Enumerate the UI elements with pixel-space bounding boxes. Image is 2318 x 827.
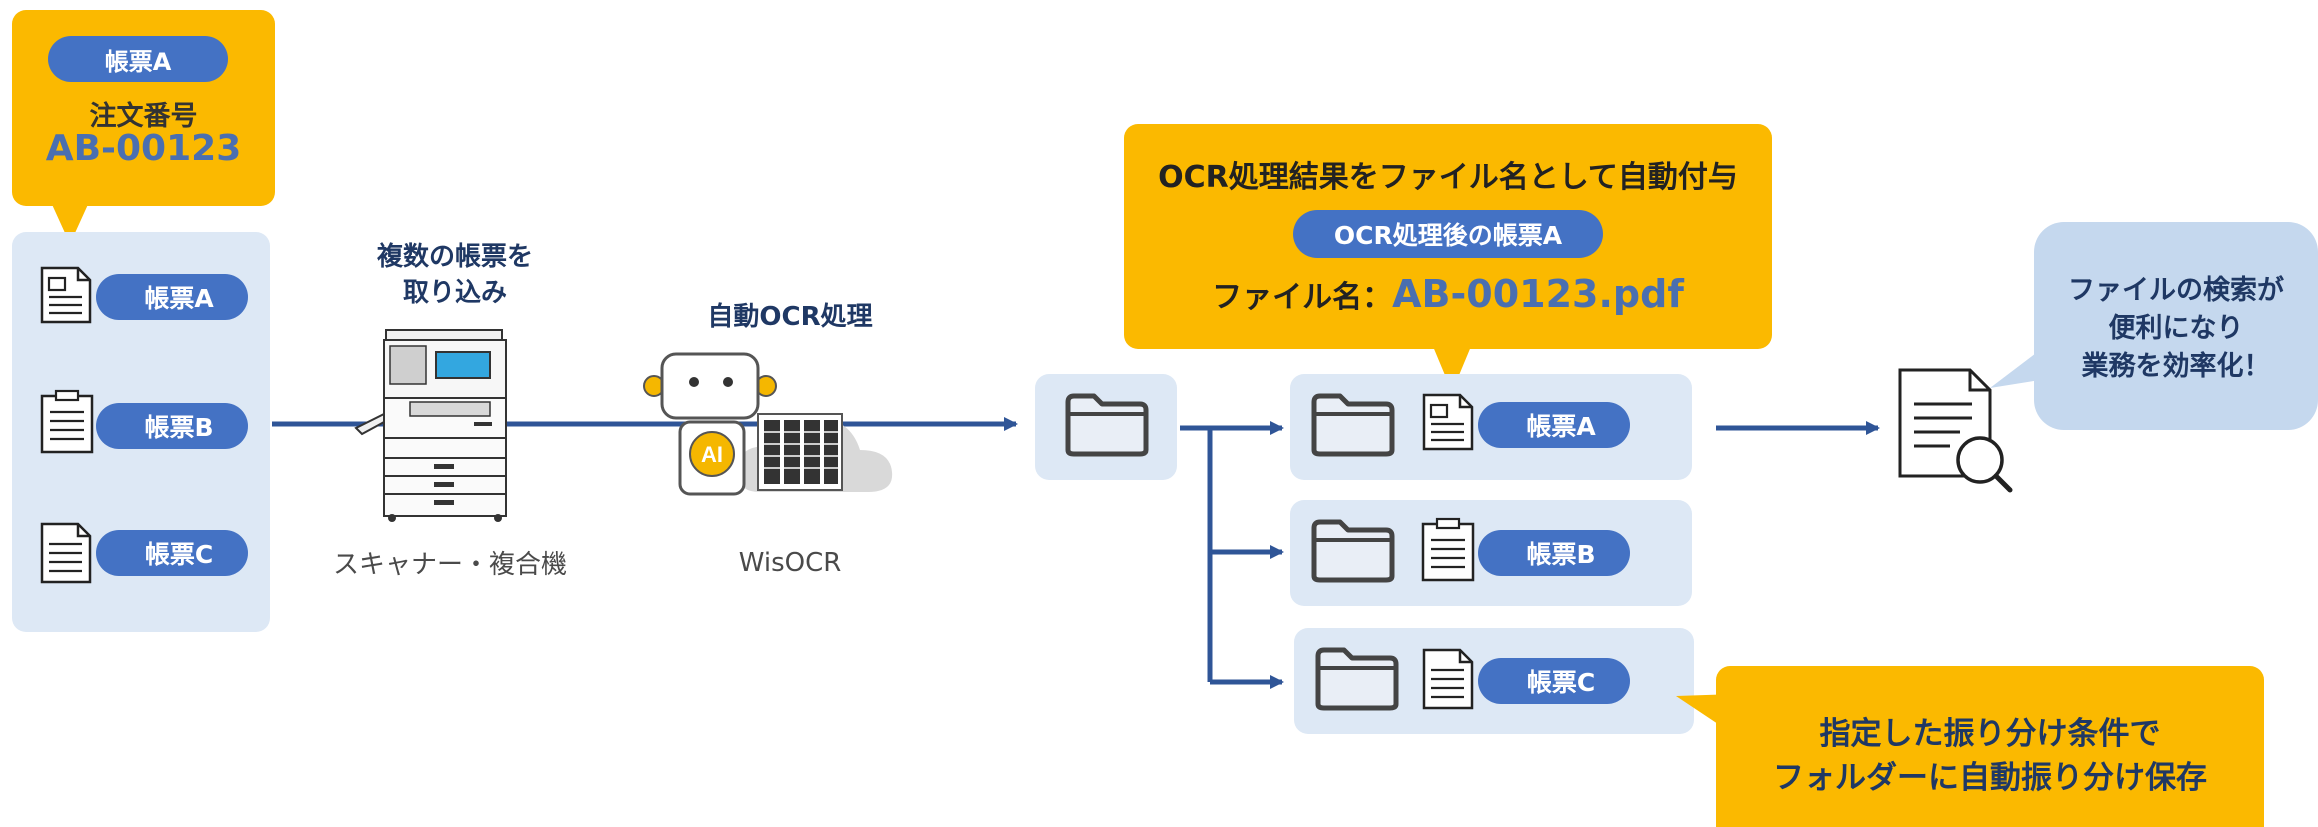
scanner-caption-top-2: 取り込み [402, 278, 507, 308]
ocr-caption-bottom: WisOCR [738, 548, 842, 578]
order-number-value: AB-00123 [45, 128, 242, 169]
source-callout-tail [50, 200, 90, 244]
result-filename-value: AB-00123.pdf [1392, 272, 1684, 316]
svg-text:AI: AI [701, 442, 723, 467]
scanner-caption-bottom: スキャナー・複合機 [332, 550, 567, 580]
result-filename-label: ファイル名： [1212, 280, 1393, 315]
folder-icon [1065, 393, 1149, 457]
folder-icon [1315, 647, 1399, 711]
text-document-icon [40, 522, 92, 584]
scanner-caption-top-1: 複数の帳票を [376, 242, 533, 272]
source-doc-b-label: 帳票B [96, 403, 248, 449]
sort-callout [1716, 666, 2264, 827]
search-callout-tail [1990, 350, 2040, 388]
result-callout-badge: OCR処理後の帳票A [1293, 210, 1603, 258]
result-callout-tail [1432, 344, 1472, 392]
sorted-doc-c-label: 帳票C [1478, 658, 1630, 704]
ocr-caption-top: 自動OCR処理 [707, 302, 873, 332]
clipboard-document-icon [1421, 517, 1475, 582]
sort-callout-line2: フォルダーに自動振り分け保存 [1773, 760, 2207, 796]
sort-callout-line1: 指定した振り分け条件で [1819, 716, 2161, 752]
form-document-icon [40, 266, 92, 324]
ai-robot-server-icon: AI [643, 352, 893, 496]
form-document-icon [1422, 393, 1474, 451]
folder-icon [1311, 393, 1395, 457]
sorted-doc-a-label: 帳票A [1478, 402, 1630, 448]
search-callout [2034, 222, 2318, 430]
text-document-icon [1422, 648, 1474, 710]
sorted-doc-b-label: 帳票B [1478, 530, 1630, 576]
folder-icon [1311, 519, 1395, 583]
source-callout-badge: 帳票A [48, 36, 228, 82]
search-callout-line2: 便利になり [2108, 313, 2244, 344]
order-number-label: 注文番号 [89, 101, 198, 132]
multifunction-printer-icon [354, 329, 507, 522]
result-filename-row: ファイル名：AB-00123.pdf [1124, 272, 1772, 316]
source-doc-c-label: 帳票C [96, 530, 248, 576]
document-search-icon [1898, 368, 2013, 493]
search-callout-line1: ファイルの検索が [2068, 275, 2284, 306]
clipboard-document-icon [40, 389, 94, 454]
result-callout-title: OCR処理結果をファイル名として自動付与 [1158, 160, 1738, 195]
search-callout-line3: 業務を効率化！ [2081, 351, 2271, 382]
source-doc-a-label: 帳票A [96, 274, 248, 320]
